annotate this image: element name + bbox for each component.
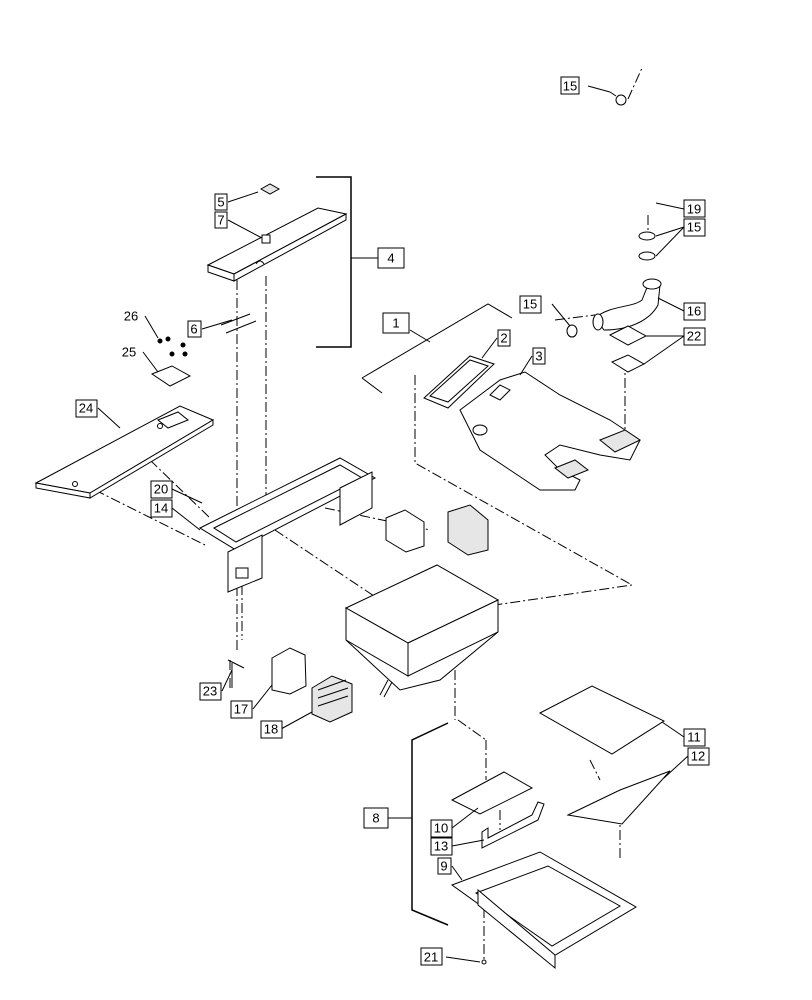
- u-bracket: [481, 801, 545, 849]
- callout-label: 23: [203, 684, 217, 699]
- insulation-sheet-large: [538, 685, 666, 755]
- callout-label: 14: [154, 501, 168, 516]
- hvac-unit: [344, 564, 500, 698]
- callout-20[interactable]: 20: [150, 480, 173, 499]
- callout-18[interactable]: 18: [260, 720, 283, 739]
- callout-label: 4: [387, 251, 394, 266]
- callout-label: 10: [434, 821, 448, 836]
- callout-7[interactable]: 7: [214, 211, 228, 229]
- callout-4[interactable]: 4: [377, 247, 405, 269]
- callout-label: 25: [122, 345, 136, 360]
- callout-label: 20: [154, 482, 168, 497]
- callout-label: 21: [424, 950, 438, 965]
- hose-clamp-pair: [638, 231, 656, 261]
- group-1-bracket: [361, 303, 513, 379]
- seals: [608, 325, 648, 373]
- callout-label: 13: [434, 839, 448, 854]
- callout-23[interactable]: 23: [199, 682, 222, 701]
- callout-label: 8: [372, 811, 379, 826]
- hose: [592, 278, 662, 331]
- callout-3[interactable]: 3: [532, 347, 546, 365]
- callout-19[interactable]: 19: [683, 199, 706, 218]
- callout-15-top[interactable]: 15: [560, 76, 580, 95]
- callout-label: 3: [535, 349, 542, 364]
- bolt: [227, 659, 245, 688]
- group-8-bracket: [411, 722, 449, 926]
- callout-13[interactable]: 13: [430, 837, 453, 856]
- callout-14[interactable]: 14: [150, 499, 173, 518]
- callout-25[interactable]: 25: [118, 344, 139, 360]
- callout-label: 19: [687, 202, 701, 217]
- gasket-frame: [423, 355, 495, 409]
- callout-2[interactable]: 2: [497, 329, 511, 347]
- clips: [220, 313, 257, 334]
- callout-label: 15: [563, 79, 577, 94]
- callout-label: 6: [190, 322, 197, 337]
- callout-6[interactable]: 6: [187, 320, 202, 338]
- screws: [157, 336, 188, 357]
- leader-lines: [97, 85, 689, 963]
- callout-label: 1: [392, 316, 399, 331]
- callout-label: 22: [687, 329, 701, 344]
- filter-grille: [311, 675, 353, 723]
- drain-tray: [450, 851, 637, 970]
- callout-label: 7: [217, 213, 224, 228]
- small-plate: [150, 365, 192, 387]
- support-frame: [198, 457, 377, 593]
- cap-part: [259, 183, 281, 195]
- callout-label: 12: [691, 749, 705, 764]
- callout-label: 26: [124, 309, 138, 324]
- filter-housing: [271, 647, 307, 695]
- hose-clamp-left: [566, 324, 578, 338]
- air-duct: [459, 371, 642, 491]
- callout-label: 2: [500, 331, 507, 346]
- callout-21[interactable]: 21: [420, 947, 443, 966]
- callout-1[interactable]: 1: [382, 312, 410, 334]
- callout-label: 24: [79, 401, 93, 416]
- callout-label: 15: [523, 297, 537, 312]
- callout-5[interactable]: 5: [214, 193, 228, 211]
- callout-15-mid[interactable]: 15: [519, 295, 542, 314]
- floor-panel: [34, 405, 215, 499]
- callout-8[interactable]: 8: [363, 807, 389, 829]
- callout-label: 17: [234, 702, 248, 717]
- insulation-sheet-long: [566, 770, 671, 825]
- callout-9[interactable]: 9: [437, 857, 452, 875]
- filter-housing-small: [385, 504, 489, 556]
- callout-10[interactable]: 10: [430, 819, 453, 838]
- callout-label: 5: [217, 195, 224, 210]
- callout-label: 9: [440, 859, 447, 874]
- callout-16[interactable]: 16: [683, 302, 706, 321]
- group-4-bracket: [316, 176, 352, 348]
- callout-label: 18: [264, 722, 278, 737]
- callout-label: 11: [687, 730, 701, 745]
- callout-17[interactable]: 17: [230, 700, 253, 719]
- callout-label: 16: [687, 304, 701, 319]
- callout-26[interactable]: 26: [120, 308, 141, 324]
- cover-plate: [206, 207, 348, 282]
- callout-12[interactable]: 12: [687, 747, 710, 766]
- callout-22[interactable]: 22: [683, 327, 706, 346]
- insulation-pad: [450, 771, 534, 815]
- callout-11[interactable]: 11: [683, 728, 706, 747]
- callout-15-right[interactable]: 15: [683, 218, 706, 237]
- callout-label: 15: [687, 220, 701, 235]
- callout-24[interactable]: 24: [75, 399, 98, 418]
- hose-clamp-top: [609, 91, 627, 106]
